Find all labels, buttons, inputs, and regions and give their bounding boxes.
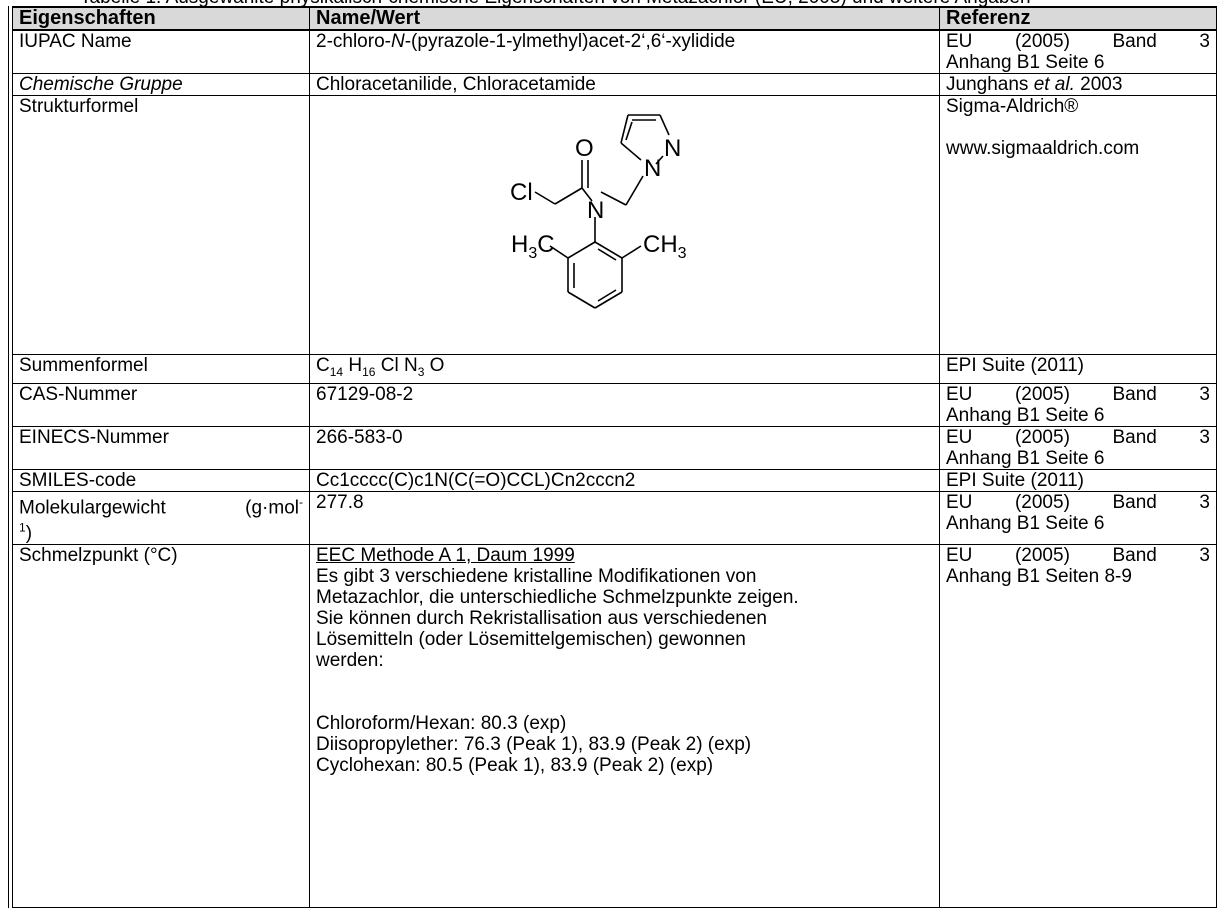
label-smiles: SMILES-code xyxy=(12,468,310,492)
ref-mp-line2: Anhang B1 Seiten 8-9 xyxy=(946,566,1132,588)
atom-o: O xyxy=(575,135,594,162)
label-mw-sup2: 1 xyxy=(19,521,26,536)
ref-structure-line2: www.sigmaaldrich.com xyxy=(946,138,1140,159)
atom-n1: N xyxy=(644,155,661,182)
properties-table: Eigenschaften Name/Wert Referenz IUPAC N… xyxy=(12,6,1217,908)
ref-group-post: 2003 xyxy=(1074,74,1123,95)
value-group: Chloracetanilide, Chloracetamide xyxy=(309,73,940,96)
label-group: Chemische Gruppe xyxy=(12,73,310,96)
atom-h3c: H3C xyxy=(511,231,555,262)
mp-text-line5: werden: xyxy=(316,650,384,672)
label-mw-text: Molekulargewicht (g·mol xyxy=(19,497,299,519)
table-row-mw: Molekulargewicht (g·mol- 1) 277.8 EU (200… xyxy=(12,490,1217,546)
ref-structure: Sigma-Aldrich® www.sigmaaldrich.com xyxy=(939,95,1217,355)
ref-group: Junghans et al. 2003 xyxy=(939,73,1217,96)
atom-ch3: CH3 xyxy=(643,231,687,262)
properties-table-wrapper: Eigenschaften Name/Wert Referenz IUPAC N… xyxy=(8,6,1219,908)
table-row-smiles: SMILES-code Cc1cccc(C)c1N(C(=O)CCL)Cn2cc… xyxy=(12,468,1217,492)
ref-iupac-line2: Anhang B1 Seite 6 xyxy=(946,52,1105,73)
label-mw-line1: Molekulargewicht (g·mol- xyxy=(19,492,303,518)
mp-text-line1: Es gibt 3 verschiedene kristalline Modif… xyxy=(316,566,757,588)
atom-h3c-h: H xyxy=(511,231,528,258)
atom-cl: Cl xyxy=(510,179,533,206)
ref-einecs-line2: Anhang B1 Seite 6 xyxy=(946,447,1105,469)
label-iupac: IUPAC Name xyxy=(12,29,310,74)
mp-method: EEC Methode A 1, Daum 1999 xyxy=(316,545,575,567)
formula-n-count: 3 xyxy=(417,364,425,379)
label-mw: Molekulargewicht (g·mol- 1) xyxy=(12,490,310,546)
value-iupac: 2-chloro-N-(pyrazole-1-ylmethyl)acet-2‘,… xyxy=(309,29,940,74)
formula-c: C xyxy=(316,355,330,376)
ref-mw-line2: Anhang B1 Seite 6 xyxy=(946,512,1105,534)
formula-c-count: 14 xyxy=(329,364,344,379)
label-cas: CAS-Nummer xyxy=(12,382,310,427)
label-mw-sup: - xyxy=(299,494,303,509)
atom-ch3-3: 3 xyxy=(678,245,687,262)
formula-o: O xyxy=(424,355,445,376)
mp-item-1: Chloroform/Hexan: 80.3 (exp) xyxy=(316,713,567,735)
ref-group-pre: Junghans xyxy=(946,74,1034,95)
value-formula: C14 H16 Cl N3 O xyxy=(309,354,940,384)
mp-text-line3: Sie können durch Rekristallisation aus v… xyxy=(316,608,767,630)
table-row-einecs: EINECS-Nummer 266-583-0 EU (2005) Band 3… xyxy=(12,425,1217,470)
ref-cas-line1: EU (2005) Band 3 xyxy=(946,383,1210,405)
table-row-formula: Summenformel C14 H16 Cl N3 O EPI Suite (… xyxy=(12,354,1217,384)
ref-cas-line2: Anhang B1 Seite 6 xyxy=(946,404,1105,426)
label-einecs: EINECS-Nummer xyxy=(12,425,310,470)
atom-h3c-c: C xyxy=(537,231,554,258)
iupac-part-italic: N xyxy=(390,31,405,52)
mp-item-3: Cyclohexan: 80.5 (Peak 1), 83.9 (Peak 2)… xyxy=(316,755,714,777)
formula-h-count: 16 xyxy=(362,364,376,379)
structure-formula-image: O Cl N N N H3C CH3 xyxy=(510,114,687,309)
ref-mp-line1: EU (2005) Band 3 xyxy=(946,545,1210,567)
table-row-iupac: IUPAC Name 2-chloro-N-(pyrazole-1-ylmeth… xyxy=(12,29,1217,74)
atom-ch3-ch: CH xyxy=(643,231,678,258)
mp-spacer xyxy=(316,671,933,713)
value-mw: 277.8 xyxy=(309,490,940,546)
table-row-mp: Schmelzpunkt (°C) EEC Methode A 1, Daum … xyxy=(12,544,1217,908)
label-formula: Summenformel xyxy=(12,354,310,384)
atom-n-amide: N xyxy=(587,197,604,224)
value-cas: 67129-08-2 xyxy=(309,382,940,427)
iupac-part-2: -(pyrazole-1-ylmethyl)acet-2‘,6‘-xylidid… xyxy=(404,31,736,52)
table-caption: Tabelle 1: Ausgewählte physikalisch-chem… xyxy=(80,0,1219,8)
ref-smiles: EPI Suite (2011) xyxy=(939,468,1217,492)
value-mp: EEC Methode A 1, Daum 1999 Es gibt 3 ver… xyxy=(309,544,940,908)
ref-mw-line1: EU (2005) Band 3 xyxy=(946,491,1210,513)
atom-n2: N xyxy=(664,135,681,162)
formula-h: H xyxy=(343,355,363,376)
mp-text-line2: Metazachlor, die unterschiedliche Schmel… xyxy=(316,587,799,609)
header-referenz: Referenz xyxy=(939,6,1217,31)
ref-einecs-line1: EU (2005) Band 3 xyxy=(946,426,1210,448)
atom-h3c-3: 3 xyxy=(528,245,537,262)
header-name-wert: Name/Wert xyxy=(309,6,940,31)
table-row-group: Chemische Gruppe Chloracetanilide, Chlor… xyxy=(12,73,1217,96)
ref-structure-line1: Sigma-Aldrich® xyxy=(946,96,1079,117)
value-einecs: 266-583-0 xyxy=(309,425,940,470)
label-mp: Schmelzpunkt (°C) xyxy=(12,544,310,908)
label-mw-line2: 1) xyxy=(19,521,33,545)
header-eigenschaften: Eigenschaften xyxy=(12,6,310,31)
ref-iupac-line1: EU (2005) Band 3 xyxy=(946,31,1210,52)
mp-text-line4: Lösemitteln (oder Lösemittelgemischen) g… xyxy=(316,629,746,651)
label-mw-close: ) xyxy=(25,523,33,545)
ref-formula: EPI Suite (2011) xyxy=(939,354,1217,384)
value-structure: O Cl N N N H3C CH3 xyxy=(309,95,940,355)
value-smiles: Cc1cccc(C)c1N(C(=O)CCL)Cn2cccn2 xyxy=(309,468,940,492)
label-structure: Strukturformel xyxy=(12,95,310,355)
formula-cl-n: Cl N xyxy=(375,355,418,376)
iupac-part-1: 2-chloro- xyxy=(316,31,391,52)
table-row-structure: Strukturformel xyxy=(12,95,1217,355)
mp-item-2: Diisopropylether: 76.3 (Peak 1), 83.9 (P… xyxy=(316,734,752,756)
ref-group-italic: et al. xyxy=(1033,74,1075,95)
table-header-row: Eigenschaften Name/Wert Referenz xyxy=(12,6,1217,31)
